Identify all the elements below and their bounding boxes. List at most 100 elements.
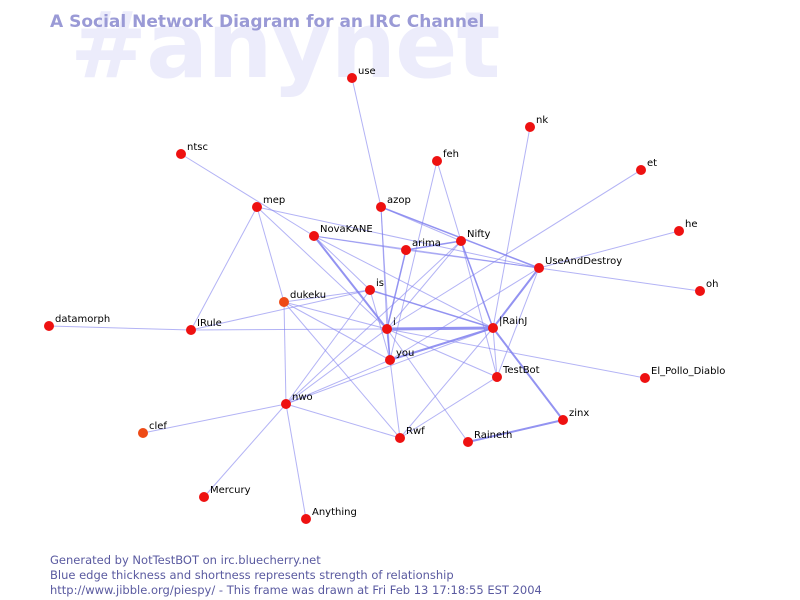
- node-label: zinx: [569, 408, 589, 419]
- edge-dukeku-i: [283, 301, 388, 330]
- edge-mep-i: [256, 206, 388, 330]
- node-i: i: [382, 317, 396, 334]
- node-label: Rwf: [406, 426, 425, 437]
- node-he: he: [674, 219, 698, 236]
- node-label: datamorph: [55, 314, 110, 325]
- edge-TestBot-Rwf: [399, 376, 498, 439]
- edge-nwo-Mercury: [203, 403, 287, 498]
- edge-dukeku-Rwf: [283, 301, 401, 439]
- node-dot: [279, 297, 289, 307]
- edge-dukeku-nwo: [283, 301, 287, 405]
- edge-datamorph-IRule: [48, 325, 192, 331]
- edge-is-nwo: [285, 289, 371, 405]
- node-label: dukeku: [290, 290, 326, 301]
- edge-UseAndDestroy-TestBot: [496, 267, 540, 378]
- edge-i-TestBot: [386, 328, 498, 378]
- edge-is-you: [369, 289, 391, 361]
- node-label: azop: [387, 195, 411, 206]
- node-label: et: [647, 158, 657, 169]
- node-dot: [186, 325, 196, 335]
- edge-IRainI-nwo: [285, 327, 494, 405]
- node-label: clef: [149, 421, 167, 432]
- node-dot: [281, 399, 291, 409]
- edge-IRule-mep: [190, 206, 258, 331]
- edge-is-dukeku: [283, 289, 371, 303]
- edge-et-i: [386, 169, 642, 330]
- edge-NovaKANE-IRainI: [313, 235, 494, 329]
- node-et: et: [636, 158, 657, 175]
- edge-i-nwo: [285, 328, 388, 405]
- node-Mercury: Mercury: [199, 485, 251, 502]
- node-label: nwo: [292, 392, 313, 403]
- node-dot: [199, 492, 209, 502]
- node-dot: [252, 202, 262, 212]
- channel-watermark: #anynet: [70, 0, 501, 99]
- edge-feh-you: [389, 160, 438, 361]
- node-Raineth: Raineth: [463, 430, 512, 447]
- edge-you-Rwf: [389, 359, 401, 439]
- node-nk: nk: [525, 115, 548, 132]
- edge-dukeku-you: [283, 301, 391, 361]
- edge-you-nwo: [285, 359, 391, 405]
- edge-mep-UseAndDestroy: [256, 206, 540, 269]
- edge-NovaKANE-i: [313, 235, 388, 330]
- node-zinx: zinx: [558, 408, 589, 425]
- edge-use-azop: [351, 77, 382, 208]
- node-IRule: IRule: [186, 318, 222, 335]
- edge-he-UseAndDestroy: [538, 230, 680, 269]
- node-azop: azop: [376, 195, 411, 212]
- edge-IRainI-zinx: [492, 327, 564, 421]
- node-clef: clef: [138, 421, 167, 438]
- footer-generator-line: Generated by NotTestBOT on irc.bluecherr…: [50, 553, 321, 567]
- edge-UseAndDestroy-you: [389, 267, 540, 361]
- edge-i-El_Pollo_Diablo: [386, 328, 646, 379]
- node-label: feh: [443, 149, 459, 160]
- edge-Raineth-zinx: [467, 419, 564, 443]
- footer-legend-line: Blue edge thickness and shortness repres…: [50, 568, 454, 582]
- edge-mep-dukeku: [256, 206, 285, 303]
- node-label: UseAndDestroy: [545, 256, 622, 267]
- edge-nwo-Anything: [285, 403, 307, 520]
- edge-nwo-Rwf: [285, 403, 401, 439]
- node-dot: [176, 149, 186, 159]
- edge-IRainI-you: [389, 327, 494, 361]
- node-dot: [385, 355, 395, 365]
- node-label: nk: [536, 115, 548, 126]
- node-IRainI: |RainJ: [488, 316, 527, 333]
- node-dot: [401, 245, 411, 255]
- edge-i-Raineth: [386, 328, 469, 443]
- node-dot: [456, 236, 466, 246]
- node-dot: [674, 226, 684, 236]
- edge-arima-i: [386, 249, 407, 330]
- edge-IRule-i: [190, 328, 388, 331]
- node-dot: [347, 73, 357, 83]
- edge-i-IRainI: [386, 326, 494, 331]
- node-label: IRule: [197, 318, 222, 329]
- node-oh: oh: [695, 279, 718, 296]
- node-label: mep: [263, 195, 285, 206]
- edge-arima-Nifty: [405, 240, 462, 251]
- edge-is-IRainI: [369, 289, 494, 329]
- node-dot: [382, 324, 392, 334]
- node-label: he: [685, 219, 698, 230]
- node-you: you: [385, 348, 414, 365]
- edge-UseAndDestroy-IRainI: [492, 267, 540, 329]
- node-nwo: nwo: [281, 392, 313, 409]
- node-dot: [640, 373, 650, 383]
- edge-nk-IRainI: [492, 126, 531, 329]
- edge-feh-Nifty: [436, 160, 462, 242]
- node-label: is: [376, 278, 384, 289]
- node-arima: arima: [401, 238, 441, 255]
- node-dot: [301, 514, 311, 524]
- node-use: use: [347, 66, 376, 83]
- node-label: arima: [412, 238, 441, 249]
- footer: Generated by NotTestBOT on irc.bluecherr…: [50, 553, 542, 598]
- edge-IRainI-TestBot: [492, 327, 498, 378]
- edge-ntsc-NovaKANE: [180, 153, 315, 237]
- node-TestBot: TestBot: [492, 365, 540, 382]
- node-ntsc: ntsc: [176, 142, 208, 159]
- node-label: |RainJ: [499, 316, 527, 327]
